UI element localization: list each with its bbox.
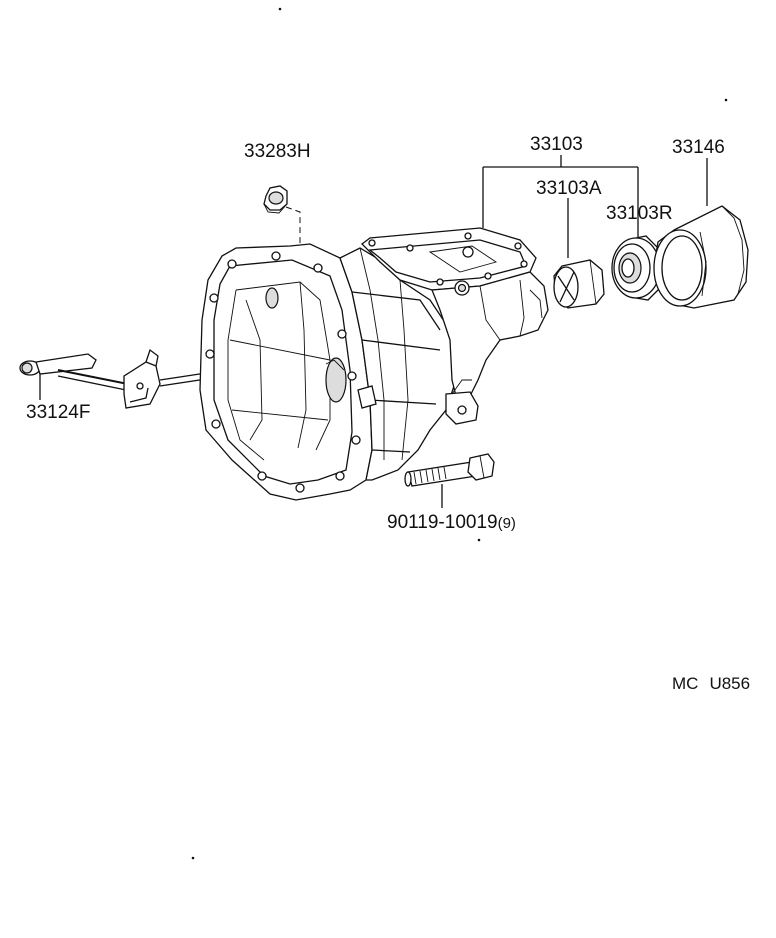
leader-lines — [39, 155, 708, 508]
dust-cover-part — [653, 205, 749, 309]
label-bushing: 33103A — [536, 178, 602, 199]
diagram-code: MC U856 — [672, 674, 750, 693]
drain-plug-part — [263, 185, 288, 214]
diagram-code-prefix: MC — [672, 674, 698, 693]
top-cover-bolt-holes — [368, 232, 528, 286]
bushing-part — [553, 259, 605, 309]
flange-bolt-holes — [205, 251, 361, 493]
label-bolt-qty: (9) — [498, 515, 516, 532]
shift-lever-part — [19, 348, 232, 409]
label-extension-housing: 33103 — [530, 134, 583, 155]
bolt-part — [404, 453, 495, 487]
label-dust-cover: 33146 — [672, 137, 725, 158]
label-shift-lever: 33124F — [26, 402, 90, 423]
transmission-housing-part — [199, 227, 549, 501]
diagram-code-number: U856 — [709, 674, 750, 693]
label-drain-plug: 33283H — [244, 141, 311, 162]
label-bolt-number: 90119-10019 — [387, 512, 498, 533]
label-bolt: 90119-10019(9) — [387, 512, 516, 533]
label-oil-seal: 33103R — [606, 203, 673, 224]
